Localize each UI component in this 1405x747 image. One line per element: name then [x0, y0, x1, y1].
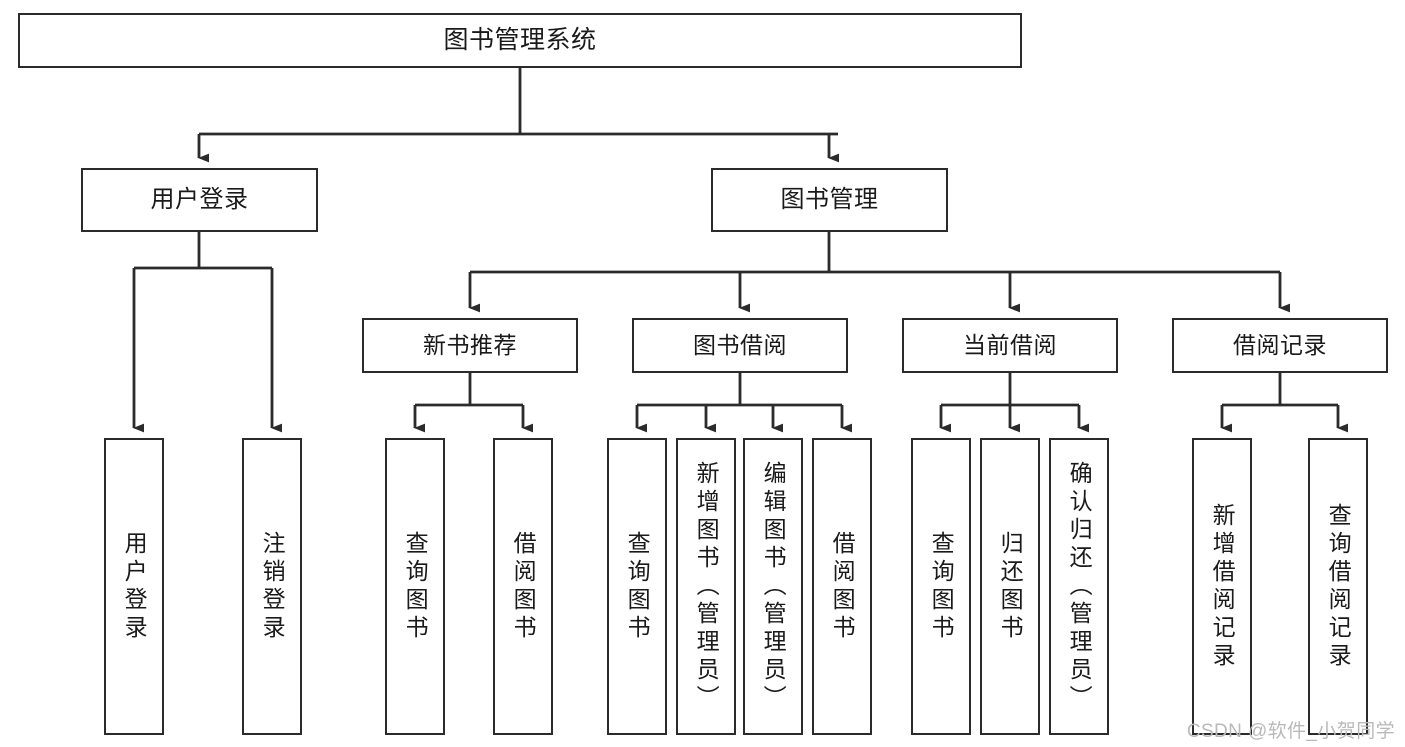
node-leaf-logout-label: 注销登录	[259, 530, 286, 643]
node-root[interactable]: 图书管理系统	[18, 13, 1022, 68]
node-leaf-add-book[interactable]: 新增图书（管理员）	[676, 438, 736, 735]
node-leaf-user-login-label: 用户登录	[121, 530, 148, 643]
node-book-borrow[interactable]: 图书借阅	[632, 318, 848, 373]
node-leaf-add-record[interactable]: 新增借阅记录	[1192, 438, 1252, 735]
node-user-login[interactable]: 用户登录	[81, 168, 318, 232]
node-leaf-logout[interactable]: 注销登录	[242, 438, 302, 735]
node-leaf-query-book-2[interactable]: 查询图书	[607, 438, 667, 735]
node-leaf-query-book-2-label: 查询图书	[624, 530, 651, 643]
node-book-borrow-label: 图书借阅	[693, 331, 787, 358]
node-leaf-add-record-label: 新增借阅记录	[1209, 502, 1236, 671]
node-leaf-borrow-book-2[interactable]: 借阅图书	[812, 438, 872, 735]
node-leaf-edit-book[interactable]: 编辑图书（管理员）	[743, 438, 803, 735]
node-new-book-rec-label: 新书推荐	[423, 331, 517, 358]
node-leaf-query-record[interactable]: 查询借阅记录	[1308, 438, 1368, 735]
node-root-label: 图书管理系统	[443, 25, 597, 54]
node-new-book-rec[interactable]: 新书推荐	[362, 318, 578, 373]
node-leaf-edit-book-label: 编辑图书（管理员）	[760, 460, 787, 713]
node-leaf-query-book-3-label: 查询图书	[928, 530, 955, 643]
node-leaf-add-book-label: 新增图书（管理员）	[693, 460, 720, 713]
node-book-manage[interactable]: 图书管理	[711, 168, 948, 232]
node-leaf-query-record-label: 查询借阅记录	[1325, 502, 1352, 671]
node-leaf-query-book-3[interactable]: 查询图书	[911, 438, 971, 735]
node-leaf-confirm-return-label: 确认归还（管理员）	[1066, 460, 1093, 713]
node-borrow-record[interactable]: 借阅记录	[1172, 318, 1388, 373]
node-user-login-label: 用户登录	[150, 185, 249, 213]
node-leaf-borrow-book-1-label: 借阅图书	[510, 530, 537, 643]
node-book-manage-label: 图书管理	[780, 185, 879, 213]
node-leaf-confirm-return[interactable]: 确认归还（管理员）	[1049, 438, 1109, 735]
node-leaf-borrow-book-1[interactable]: 借阅图书	[493, 438, 553, 735]
node-borrow-record-label: 借阅记录	[1233, 331, 1327, 358]
node-leaf-query-book-1-label: 查询图书	[402, 530, 429, 643]
node-current-borrow-label: 当前借阅	[963, 331, 1057, 358]
node-leaf-return-book[interactable]: 归还图书	[980, 438, 1040, 735]
node-leaf-return-book-label: 归还图书	[997, 530, 1024, 643]
node-leaf-borrow-book-2-label: 借阅图书	[829, 530, 856, 643]
node-current-borrow[interactable]: 当前借阅	[902, 318, 1118, 373]
node-leaf-query-book-1[interactable]: 查询图书	[385, 438, 445, 735]
node-leaf-user-login[interactable]: 用户登录	[104, 438, 164, 735]
